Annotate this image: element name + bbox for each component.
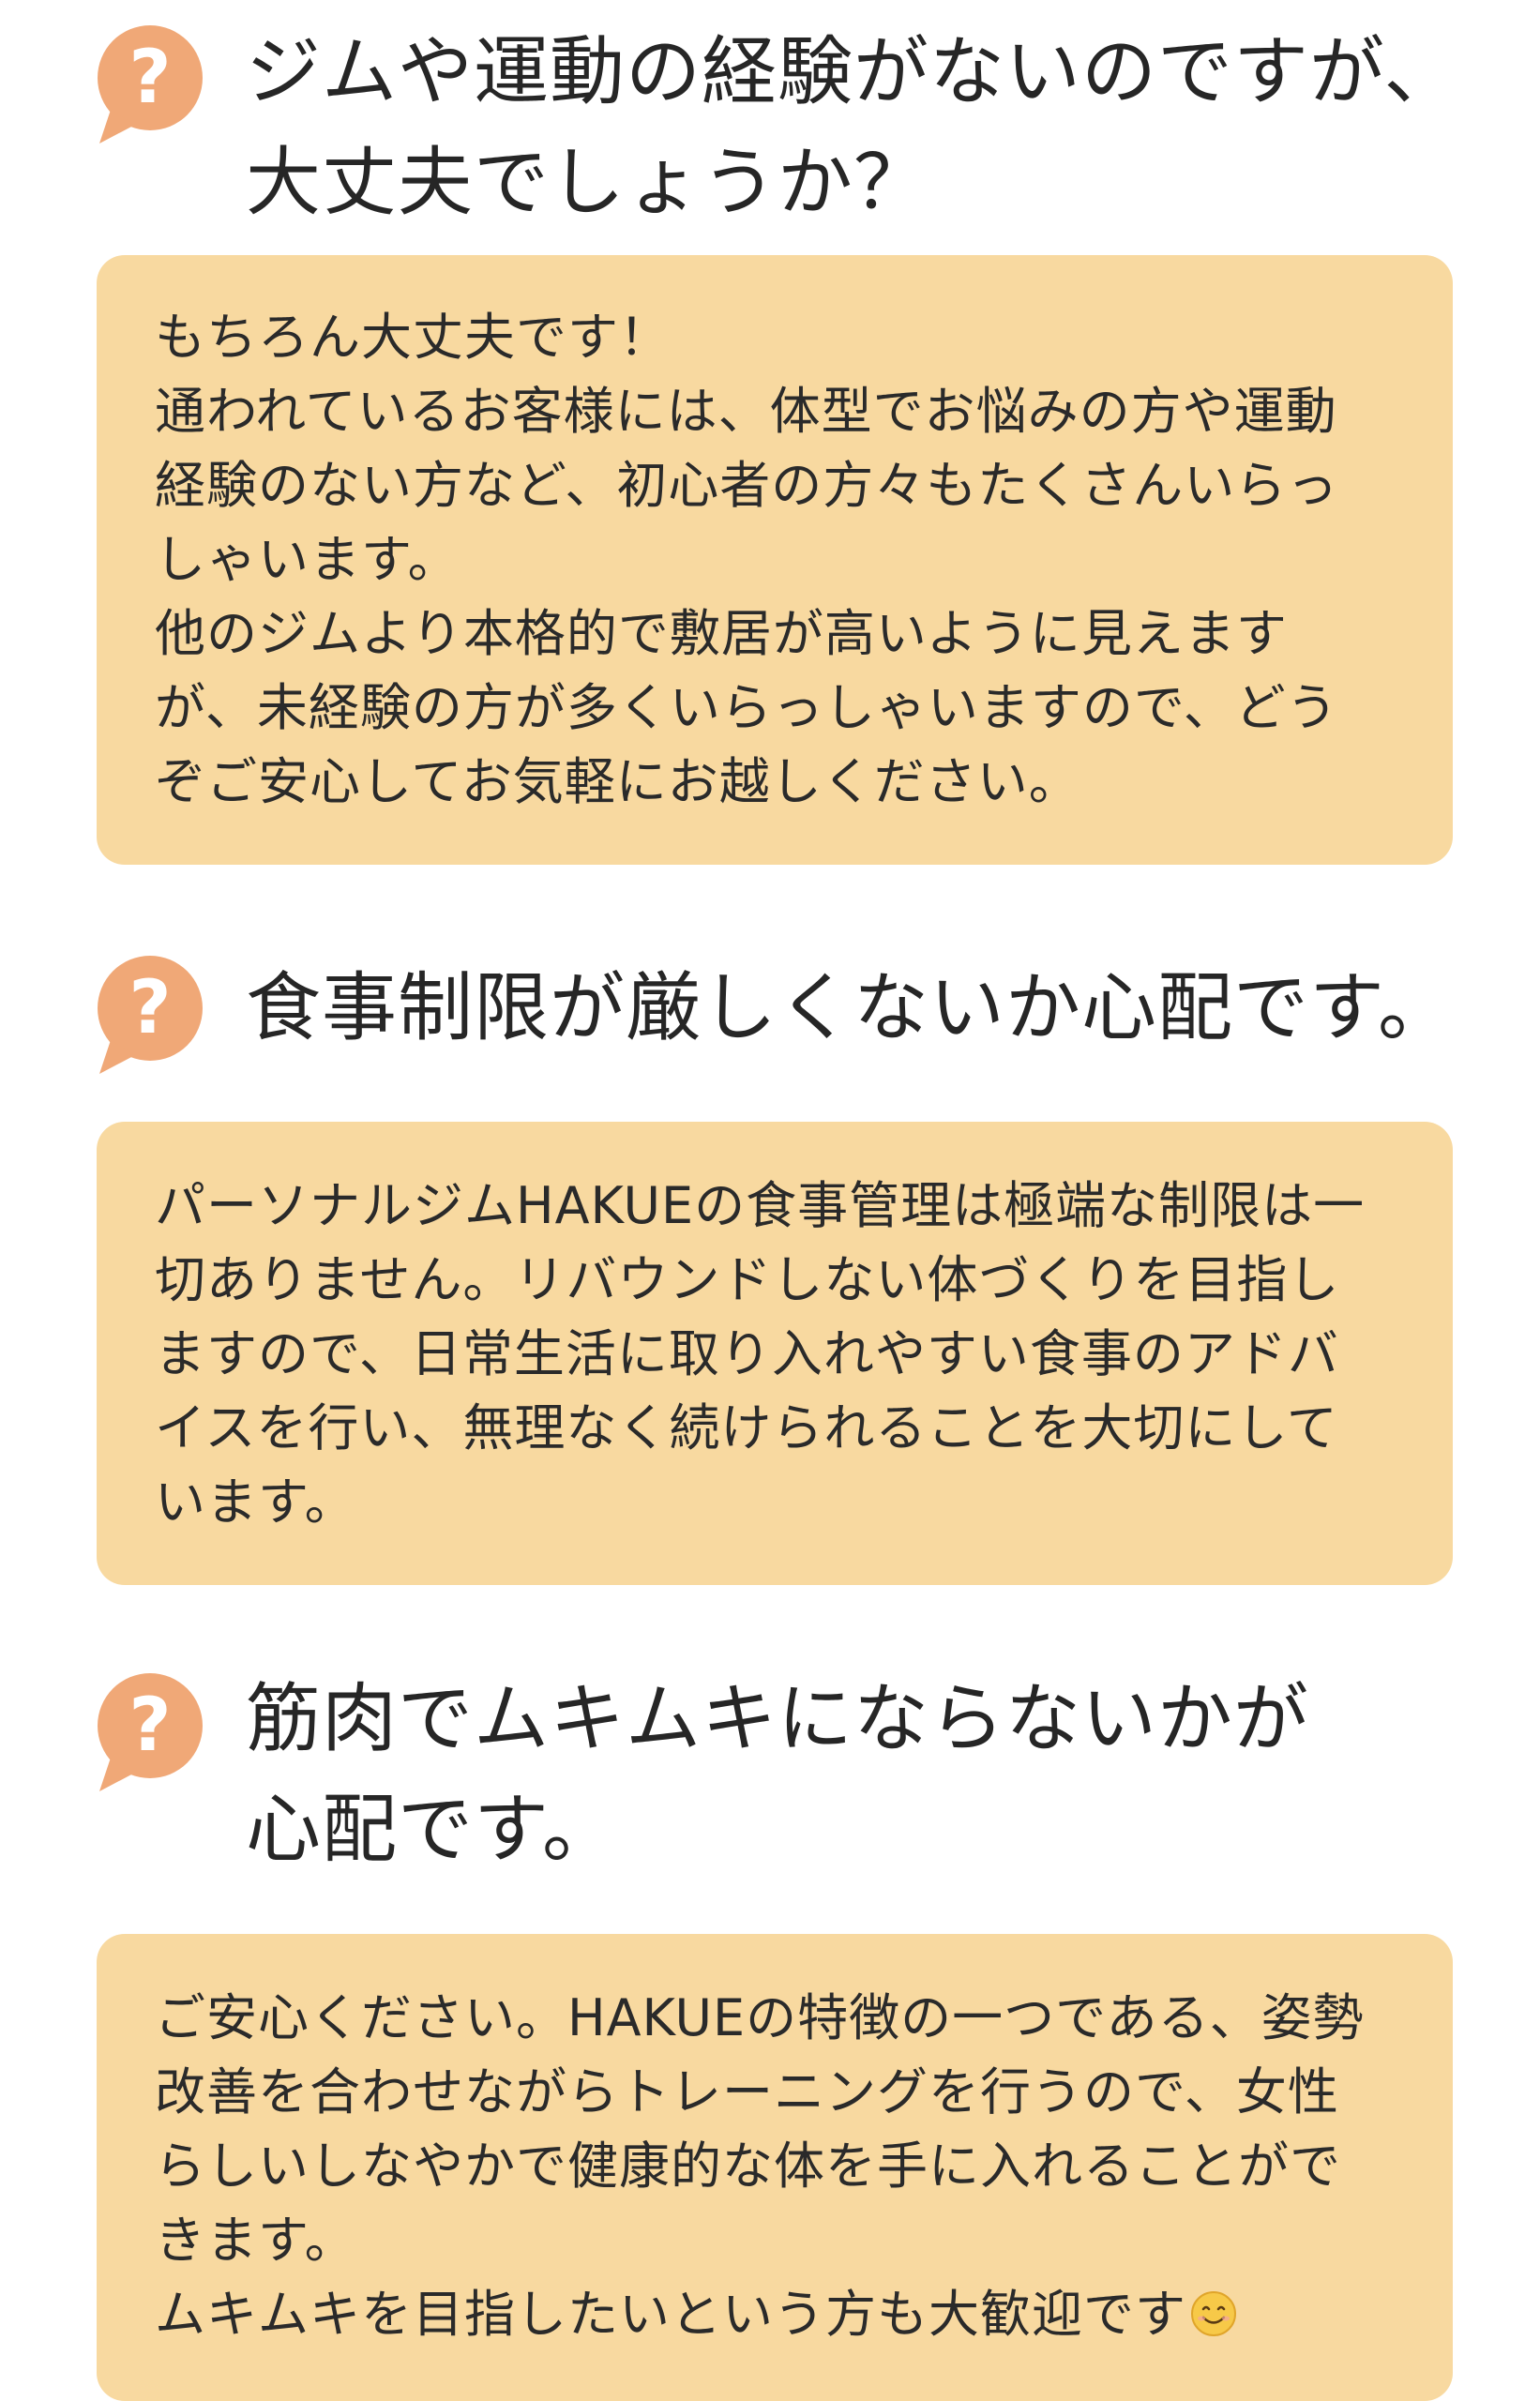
faq-answer-text: パーソナルジムHAKUEの食事管理は極端な制限は一 切ありません。リバウンドしな… bbox=[155, 1176, 1366, 1532]
question-bubble-icon: ? bbox=[98, 956, 203, 1074]
faq-question-text: 食事制限が厳しくないか心配です。 bbox=[246, 964, 1454, 1051]
faq-item-2-answer-box: パーソナルジムHAKUEの食事管理は極端な制限は一 切ありません。リバウンドしな… bbox=[97, 1122, 1453, 1585]
svg-text:?: ? bbox=[128, 36, 171, 120]
faq-item-3-answer-box: ご安心ください。HAKUEの特徴の一つである、姿勢 改善を合わせながらトレーニン… bbox=[97, 1934, 1453, 2401]
svg-text:?: ? bbox=[128, 1684, 171, 1768]
question-bubble-icon: ? bbox=[98, 25, 203, 143]
smiling-face-icon bbox=[1191, 2291, 1236, 2336]
faq-answer-body: ご安心ください。HAKUEの特徴の一つである、姿勢 改善を合わせながらトレーニン… bbox=[155, 1988, 1365, 2344]
svg-text:?: ? bbox=[128, 966, 171, 1050]
faq-question-text: 筋肉でムキムキにならないかが 心配です。 bbox=[246, 1675, 1309, 1873]
question-bubble-icon: ? bbox=[98, 1673, 203, 1791]
faq-item-1-answer-box: もちろん大丈夫です！ 通われているお客様には、体型でお悩みの方や運動 経験のない… bbox=[97, 255, 1453, 865]
faq-question-text: ジムや運動の経験がないのですが、 大丈夫でしょうか？ bbox=[246, 28, 1460, 226]
faq-answer-text: もちろん大丈夫です！ 通われているお客様には、体型でお悩みの方や運動 経験のない… bbox=[155, 308, 1339, 811]
faq-answer-text: ご安心ください。HAKUEの特徴の一つである、姿勢 改善を合わせながらトレーニン… bbox=[155, 1981, 1412, 2351]
